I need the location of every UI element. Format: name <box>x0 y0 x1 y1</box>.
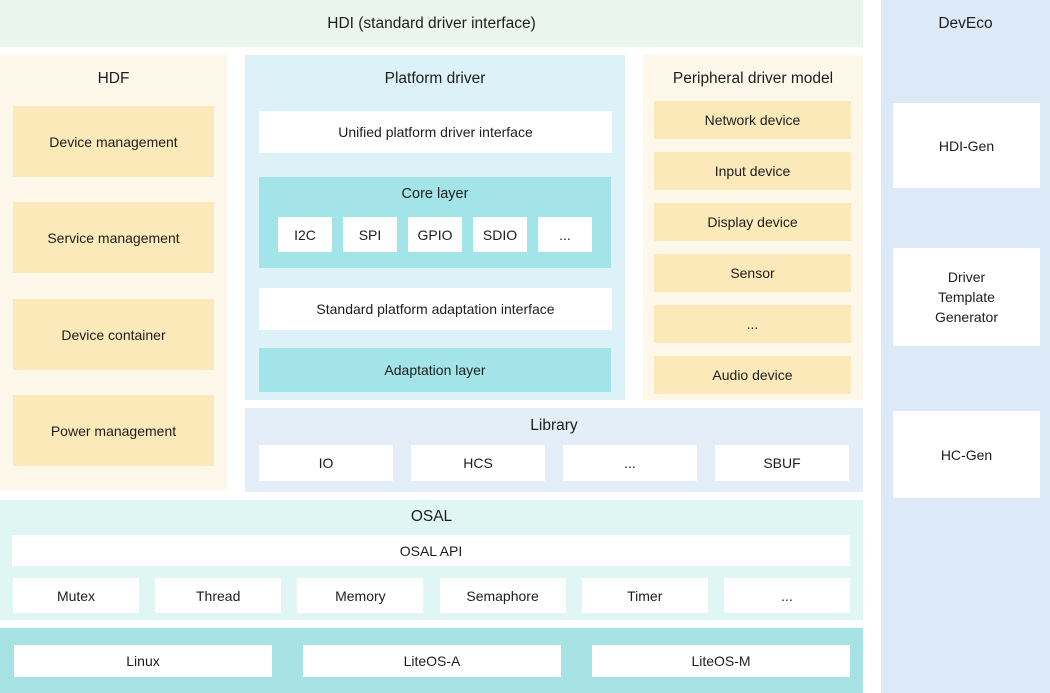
kernel-box-liteos-a: LiteOS-A <box>303 645 561 677</box>
library-title: Library <box>530 417 578 434</box>
library-box-label: IO <box>318 455 334 471</box>
core-box-ellipsis: ... <box>538 217 592 252</box>
osal-box-label: Semaphore <box>466 587 539 604</box>
peripheral-box-label: Display device <box>707 214 798 230</box>
core-box-gpio: GPIO <box>408 217 462 252</box>
adaptation-layer-box: Adaptation layer <box>259 348 611 392</box>
osal-box-thread: Thread <box>155 578 282 613</box>
peripheral-box-input-device: Input device <box>654 152 851 190</box>
osal-box-label: Timer <box>627 587 663 604</box>
osal-box-label: Thread <box>196 587 241 604</box>
deveco-box-hc-gen: HC-Gen <box>893 411 1040 498</box>
peripheral-box-label: Audio device <box>712 367 793 383</box>
core-box-i2c: I2C <box>278 217 332 252</box>
peripheral-box-audio-device: Audio device <box>654 356 851 394</box>
standard-interface-label: Standard platform adaptation interface <box>316 301 555 317</box>
hdi-banner-title: HDI (standard driver interface) <box>327 14 536 32</box>
library-box-io: IO <box>259 445 393 481</box>
hdf-box-device-container: Device container <box>13 299 214 370</box>
standard-platform-adaptation-interface-box: Standard platform adaptation interface <box>259 288 612 330</box>
osal-title: OSAL <box>410 508 453 525</box>
library-box-hcs: HCS <box>411 445 545 481</box>
hdf-box-service-management: Service management <box>13 202 214 273</box>
osal-items: Mutex Thread Memory Semaphore Timer ... <box>13 578 850 613</box>
peripheral-box-display-device: Display device <box>654 203 851 241</box>
core-box-label: GPIO <box>417 226 453 243</box>
peripheral-box-label: Input device <box>714 163 791 179</box>
adaptation-layer-label: Adaptation layer <box>384 362 486 378</box>
hdf-box-power-management: Power management <box>13 395 214 466</box>
deveco-section: DevEco HDI-Gen Driver Template Generator… <box>881 0 1050 693</box>
hdf-title: HDF <box>97 70 130 87</box>
core-box-label: I2C <box>294 226 316 243</box>
core-box-label: SPI <box>358 226 382 243</box>
osal-box-ellipsis: ... <box>723 578 850 613</box>
library-items: IO HCS ... SBUF <box>259 445 849 481</box>
osal-box-memory: Memory <box>297 578 424 613</box>
deveco-box-label: HC-Gen <box>940 446 993 463</box>
deveco-box-label: Driver Template Generator <box>934 268 999 326</box>
core-layer-items: I2C SPI GPIO SDIO ... <box>259 217 611 252</box>
library-box-label: ... <box>624 455 636 471</box>
peripheral-box-sensor: Sensor <box>654 254 851 292</box>
core-box-label: ... <box>559 226 571 243</box>
osal-box-label: Mutex <box>56 587 96 604</box>
peripheral-title: Peripheral driver model <box>672 70 834 87</box>
osal-box-label: Memory <box>335 587 386 604</box>
deveco-box-driver-template-generator: Driver Template Generator <box>893 248 1040 346</box>
peripheral-box-label: ... <box>746 316 759 332</box>
deveco-box-hdi-gen: HDI-Gen <box>893 103 1040 188</box>
core-box-spi: SPI <box>343 217 397 252</box>
platform-driver-title: Platform driver <box>384 70 486 87</box>
kernel-box-liteos-m: LiteOS-M <box>592 645 850 677</box>
osal-api-label: OSAL API <box>399 542 463 559</box>
hdf-box-label: Service management <box>47 229 180 246</box>
platform-driver-section: Platform driver Unified platform driver … <box>245 55 625 400</box>
unified-interface-label: Unified platform driver interface <box>338 124 533 140</box>
peripheral-box-label: Sensor <box>730 265 775 281</box>
kernel-items: Linux LiteOS-A LiteOS-M <box>14 645 850 677</box>
kernel-box-label: LiteOS-A <box>403 653 461 669</box>
kernel-box-label: LiteOS-M <box>691 653 751 669</box>
hdf-box-label: Power management <box>50 422 177 439</box>
hdi-banner: HDI (standard driver interface) <box>0 0 863 47</box>
core-layer-title: Core layer <box>401 186 469 202</box>
osal-box-semaphore: Semaphore <box>439 578 566 613</box>
library-box-ellipsis: ... <box>563 445 697 481</box>
library-box-sbuf: SBUF <box>715 445 849 481</box>
osal-box-timer: Timer <box>581 578 708 613</box>
kernel-box-label: Linux <box>126 653 160 669</box>
library-box-label: SBUF <box>763 455 801 471</box>
unified-platform-driver-interface-box: Unified platform driver interface <box>259 111 612 153</box>
peripheral-box-ellipsis: ... <box>654 305 851 343</box>
osal-box-mutex: Mutex <box>13 578 139 613</box>
core-layer-box: Core layer I2C SPI GPIO SDIO ... <box>259 177 611 268</box>
library-section: Library IO HCS ... SBUF <box>245 408 863 492</box>
hdf-box-device-management: Device management <box>13 106 214 177</box>
osal-box-label: ... <box>781 587 793 604</box>
deveco-title: DevEco <box>938 15 993 32</box>
osal-api-box: OSAL API <box>12 535 850 566</box>
peripheral-box-network-device: Network device <box>654 101 851 139</box>
hdf-box-label: Device management <box>49 133 178 150</box>
peripheral-driver-model-section: Peripheral driver model Network device I… <box>643 55 863 400</box>
kernel-box-linux: Linux <box>14 645 272 677</box>
peripheral-box-label: Network device <box>704 112 801 128</box>
deveco-box-label: HDI-Gen <box>938 137 995 154</box>
hdf-section: HDF Device management Service management… <box>0 55 227 490</box>
core-box-label: SDIO <box>482 226 518 243</box>
hdf-box-label: Device container <box>61 326 166 343</box>
core-box-sdio: SDIO <box>473 217 527 252</box>
kernel-bar: Linux LiteOS-A LiteOS-M <box>0 628 863 693</box>
library-box-label: HCS <box>463 455 493 471</box>
osal-section: OSAL OSAL API Mutex Thread Memory Semaph… <box>0 500 863 620</box>
